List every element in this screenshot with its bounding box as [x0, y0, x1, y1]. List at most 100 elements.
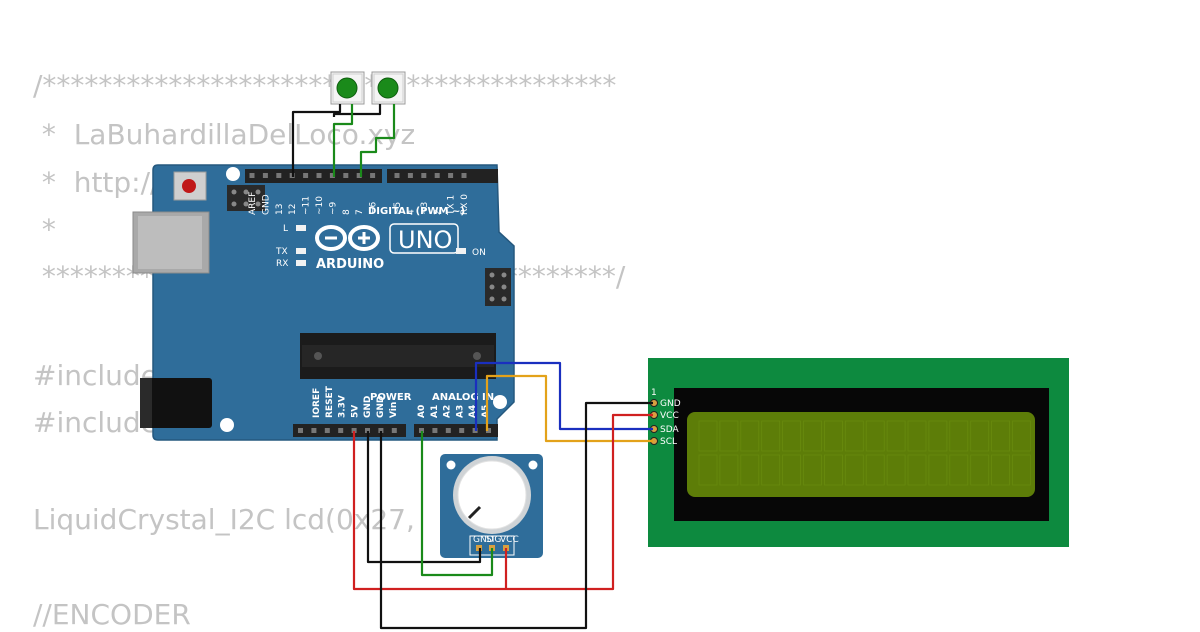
analog-pin[interactable]: [419, 428, 424, 433]
wire-lcd-vcc[interactable]: [352, 413, 653, 591]
wire-pot-sig[interactable]: [420, 431, 494, 577]
digital-pin-label: ~10: [315, 196, 325, 215]
power-header[interactable]: [293, 424, 406, 437]
digital-pin[interactable]: [316, 173, 322, 178]
power-pin[interactable]: [365, 428, 370, 433]
push-button-1[interactable]: [330, 71, 365, 105]
analog-pin-label: A1: [430, 405, 440, 418]
code-line-7: #include: [33, 359, 158, 392]
analog-pin[interactable]: [459, 428, 465, 433]
lcd-pin-label: SDA: [660, 425, 679, 435]
analog-header[interactable]: [414, 424, 498, 437]
analog-label: ANALOG IN: [432, 392, 494, 403]
push-button-2[interactable]: [371, 71, 406, 105]
digital-pin[interactable]: [262, 173, 268, 178]
digital-pin[interactable]: [329, 173, 335, 178]
lcd-cell: [844, 454, 864, 486]
wire-button2-gnd[interactable]: [332, 104, 382, 117]
digital-pin-label: 2: [433, 209, 443, 215]
lcd-cell: [761, 454, 781, 486]
power-pin[interactable]: [391, 428, 397, 433]
digital-pin[interactable]: [356, 173, 362, 178]
lcd-cell: [970, 454, 990, 486]
lcd-cell: [740, 420, 760, 452]
power-pin-label: 5V: [350, 405, 360, 418]
lcd-cell: [824, 454, 843, 486]
power-pin[interactable]: [298, 428, 303, 433]
digital-pin[interactable]: [394, 173, 400, 178]
mount-hole: [226, 167, 240, 181]
usb-connector-inner: [138, 216, 202, 269]
digital-pin-label: ~9: [328, 201, 338, 215]
digital-pin[interactable]: [343, 173, 349, 178]
mount-hole: [220, 418, 234, 432]
lcd-cell: [1012, 420, 1031, 452]
digital-pin[interactable]: [249, 173, 255, 178]
code-line-3: * http://: [33, 166, 160, 199]
power-pin[interactable]: [311, 428, 317, 433]
power-pin-label: RESET: [325, 385, 335, 418]
lcd-cell: [928, 454, 948, 486]
analog-pin[interactable]: [486, 428, 491, 433]
digital-header-left[interactable]: [245, 169, 382, 183]
led-l-label: L: [283, 224, 288, 234]
lcd-cell: [886, 454, 906, 486]
power-pin[interactable]: [324, 428, 330, 433]
digital-pin[interactable]: [448, 173, 454, 178]
power-pin[interactable]: [378, 428, 384, 433]
uno-badge: [389, 223, 459, 254]
analog-pin[interactable]: [445, 428, 451, 433]
pot-hole: [528, 460, 538, 470]
bottom-pin-dots: [298, 428, 491, 433]
power-pin[interactable]: [338, 428, 344, 433]
code-line-12: //ENCODER: [33, 598, 191, 631]
power-label: POWER: [370, 392, 412, 403]
reset-button-cap[interactable]: [182, 179, 196, 193]
digital-pin[interactable]: [421, 173, 427, 178]
lcd-cell: [949, 420, 969, 452]
wire-scl[interactable]: [485, 374, 653, 443]
digital-pin-label: RX 0: [460, 194, 470, 215]
lcd-cell: [907, 454, 927, 486]
digital-header-right[interactable]: [387, 169, 498, 183]
lcd-cell: [824, 420, 843, 452]
digital-pin[interactable]: [276, 173, 282, 178]
lcd-cell: [698, 420, 718, 452]
lcd-cell: [698, 454, 718, 486]
wire-sda[interactable]: [474, 361, 653, 431]
code-line-1: /***************************************…: [33, 69, 617, 102]
power-pin-label: IOREF: [312, 388, 322, 418]
digital-pin[interactable]: [407, 173, 413, 178]
led-on: [456, 248, 466, 254]
pot-knob[interactable]: [457, 460, 527, 530]
analog-pin[interactable]: [432, 428, 438, 433]
icsp-header-top: [227, 185, 265, 211]
wire-button1-gnd[interactable]: [291, 104, 342, 177]
wires[interactable]: [291, 104, 653, 630]
power-pin[interactable]: [351, 428, 357, 433]
wire-button1-pin[interactable]: [332, 104, 354, 177]
pot-indicator: [467, 505, 482, 520]
digital-pin[interactable]: [434, 173, 440, 178]
wire-button2-pin[interactable]: [359, 104, 396, 177]
digital-pin[interactable]: [370, 173, 376, 178]
code-line-10: LiquidCrystal_I2C lcd(0x27,: [33, 503, 415, 536]
digital-pin[interactable]: [461, 173, 467, 178]
digital-pin-label: ~3: [420, 202, 430, 215]
lcd-character-cells: [698, 420, 1031, 486]
analog-pin-label: A2: [443, 405, 453, 418]
power-jack-rim: [140, 378, 152, 428]
digital-pin-label: TX 1: [447, 195, 457, 216]
wire-pot-gnd[interactable]: [366, 431, 482, 564]
code-line-4: *: [33, 213, 56, 246]
pot-pin-label: VCC: [500, 535, 519, 545]
digital-pin[interactable]: [303, 173, 309, 178]
analog-pin-label: A4: [468, 405, 478, 418]
power-jack: [140, 378, 212, 428]
